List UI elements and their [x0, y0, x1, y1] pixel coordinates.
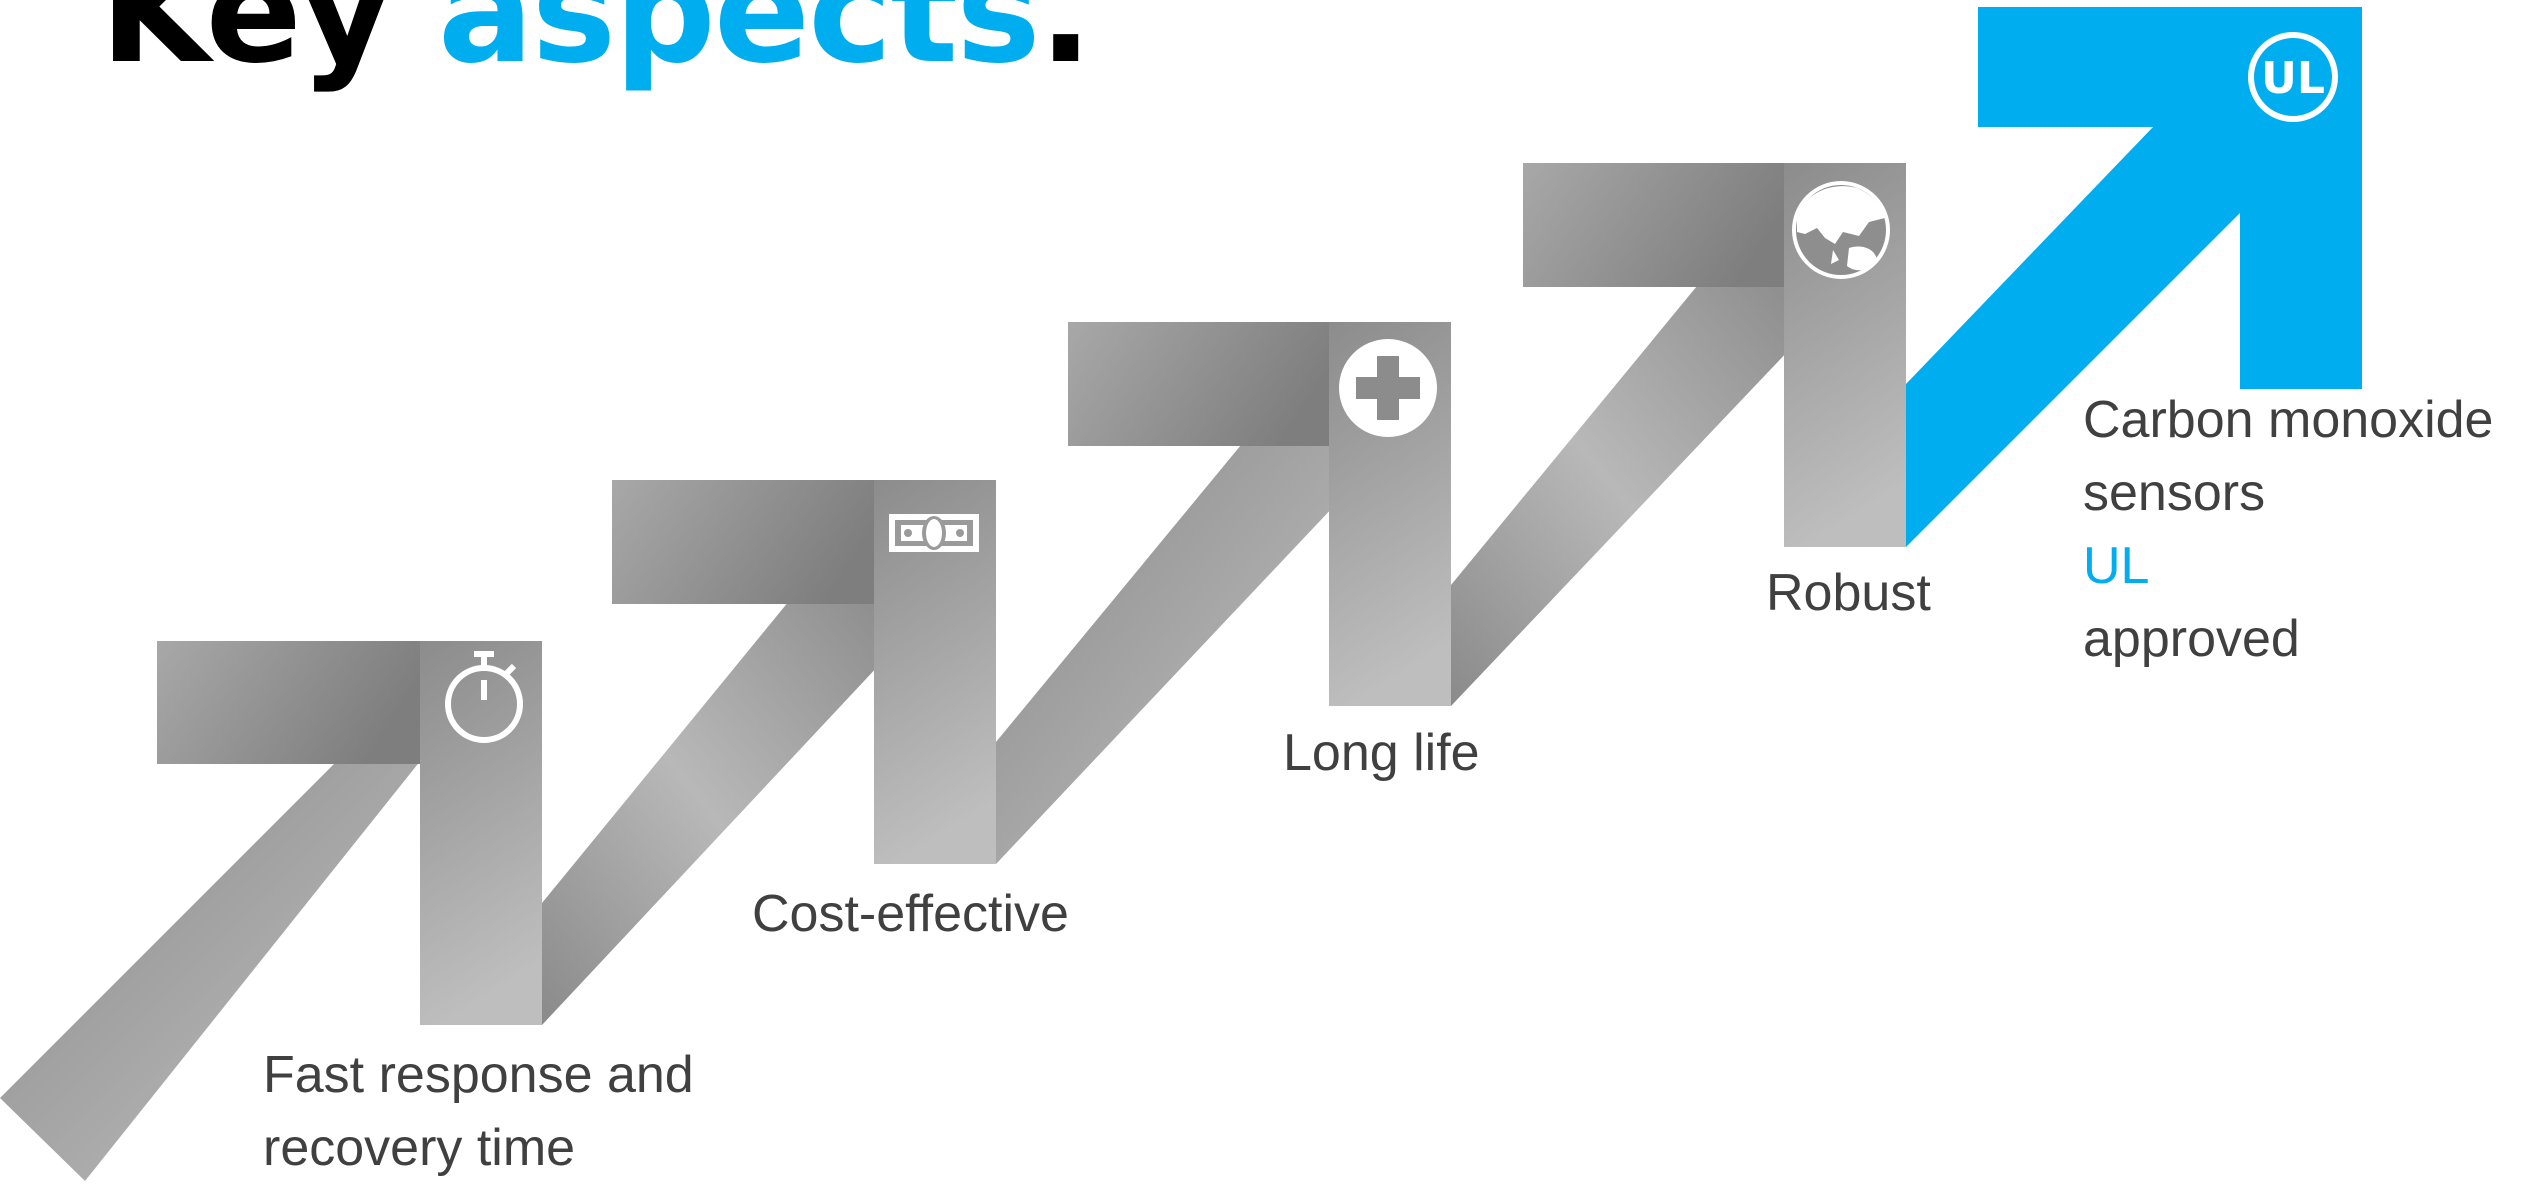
step-ul-approved-arrow: [1906, 7, 2362, 547]
label-long-life: Long life: [1283, 717, 1480, 790]
page-title: Key aspects.: [100, 0, 1093, 98]
label-line: Long life: [1283, 724, 1480, 782]
banknote-icon: [889, 514, 979, 552]
title-period: .: [1038, 0, 1093, 95]
label-line: approved: [2083, 610, 2300, 668]
label-cost-effective: Cost-effective: [752, 878, 1069, 951]
globe-icon: [1792, 181, 1890, 279]
label-line: Fast response and: [263, 1046, 694, 1104]
label-line: sensors UL: [2083, 457, 2493, 603]
title-word-aspects: aspects: [437, 0, 1041, 95]
label-line: Carbon monoxide: [2083, 391, 2494, 449]
medical-cross-icon: [1339, 339, 1437, 437]
ul-mark-icon: UL: [2248, 32, 2338, 122]
title-word-key: Key: [100, 0, 392, 95]
label-robust: Robust: [1766, 557, 1931, 630]
stopwatch-icon: [445, 651, 523, 743]
label-fast-response: Fast response and recovery time: [263, 1039, 694, 1185]
label-line: Robust: [1766, 564, 1931, 622]
label-highlight-ul: UL: [2083, 537, 2150, 595]
label-line: Cost-effective: [752, 885, 1069, 943]
svg-text:UL: UL: [2261, 53, 2325, 104]
label-line: recovery time: [263, 1119, 576, 1177]
label-ul-approved: Carbon monoxide sensors UL approved: [2083, 384, 2493, 676]
label-line-text: sensors: [2083, 464, 2266, 522]
